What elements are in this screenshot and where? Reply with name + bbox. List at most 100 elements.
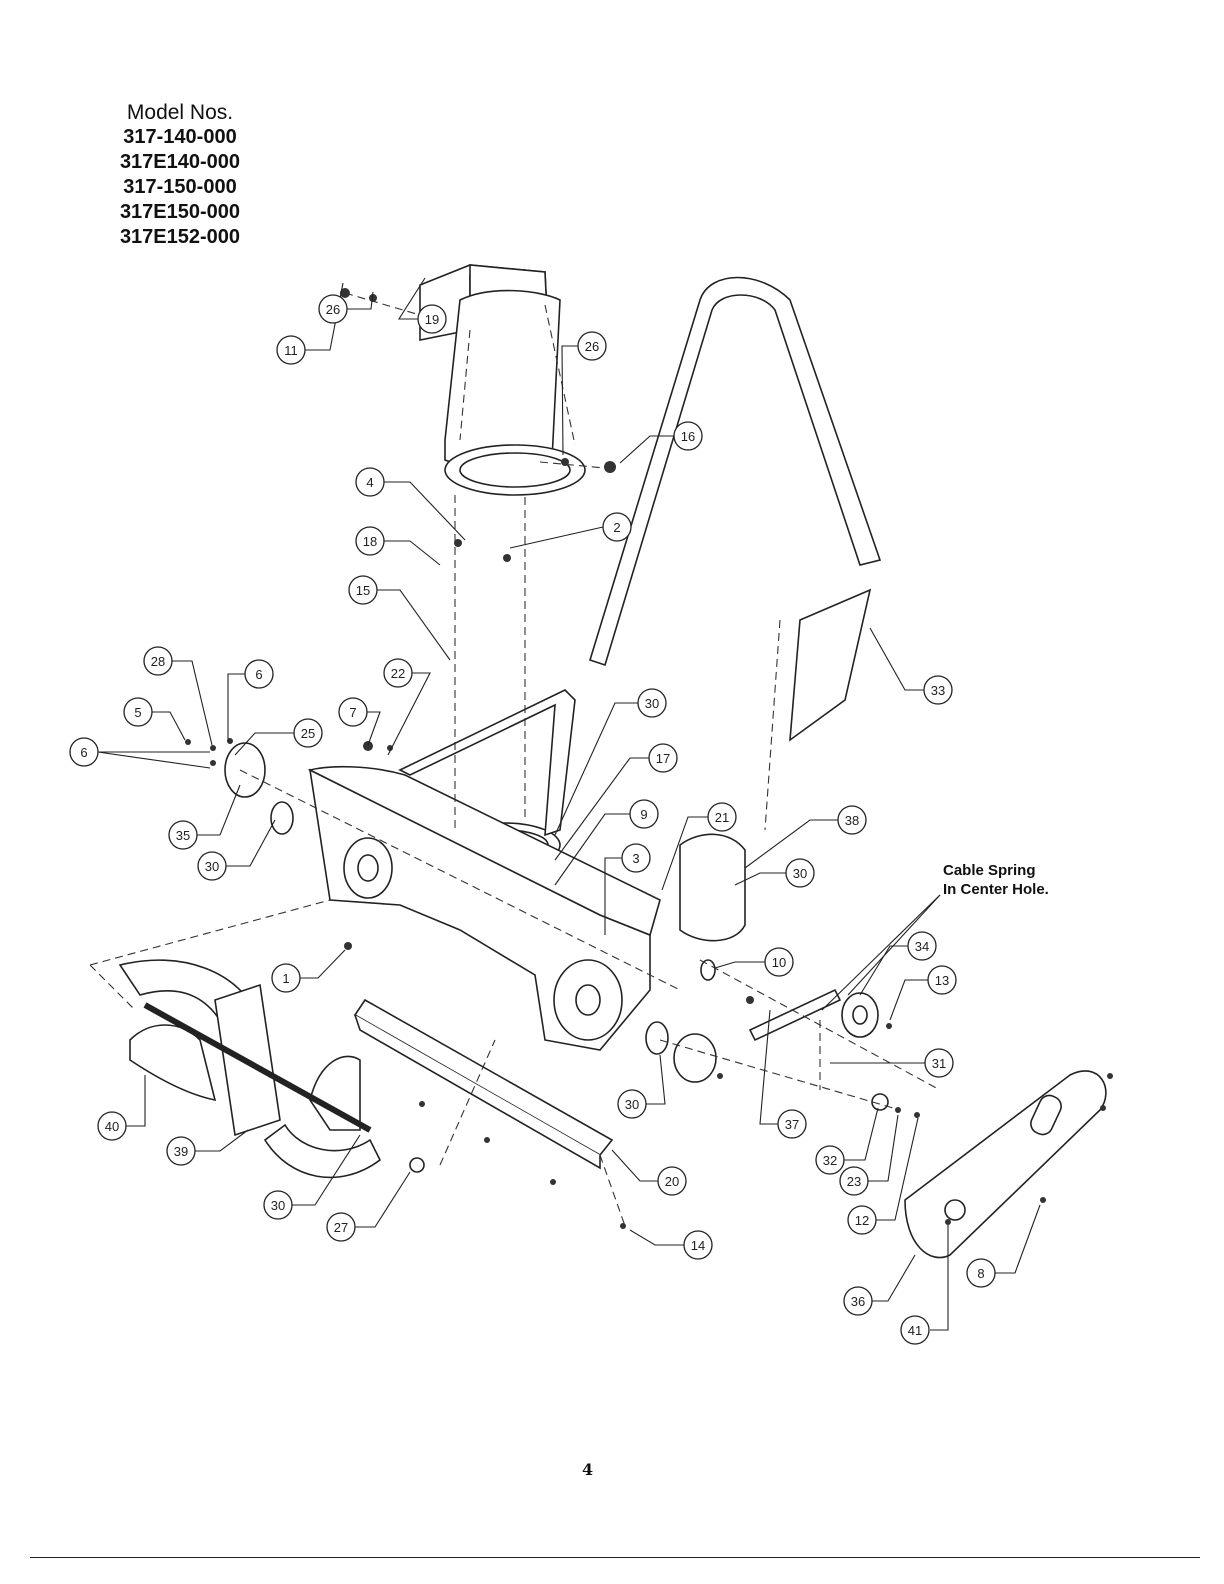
model-numbers-heading: Model Nos. <box>126 101 234 124</box>
callout-17: 17 <box>648 743 678 773</box>
assembly-line <box>539 461 606 469</box>
svg-text:7: 7 <box>349 705 356 720</box>
leader-line <box>197 784 241 836</box>
callout-30: 30 <box>617 1089 647 1119</box>
leader-line <box>300 949 346 979</box>
leader-line <box>868 1114 899 1182</box>
svg-text:14: 14 <box>691 1238 705 1253</box>
callout-4: 4 <box>355 467 385 497</box>
svg-text:1: 1 <box>282 971 289 986</box>
svg-text:6: 6 <box>255 667 262 682</box>
callout-3: 3 <box>621 843 651 873</box>
callout-38: 38 <box>837 805 867 835</box>
leader-line <box>734 872 786 886</box>
model-number: 317E140-000 <box>119 151 241 173</box>
nut <box>210 745 216 751</box>
assembly-line <box>239 769 681 991</box>
leader-line <box>744 819 838 869</box>
svg-text:40: 40 <box>105 1119 119 1134</box>
leader-line <box>126 1075 146 1127</box>
housing-right-bearing-hole <box>575 984 601 1016</box>
callout-26: 26 <box>318 294 348 324</box>
nut <box>620 1223 626 1229</box>
screw <box>886 1023 892 1029</box>
auger-flight-right-upper <box>309 1055 361 1131</box>
callout-10: 10 <box>764 947 794 977</box>
leader-line <box>844 1107 879 1161</box>
callout-28: 28 <box>143 646 173 676</box>
svg-text:4: 4 <box>366 475 373 490</box>
callout-40: 40 <box>97 1111 127 1141</box>
callout-35: 35 <box>168 820 198 850</box>
callout-6: 6 <box>244 659 274 689</box>
svg-text:15: 15 <box>356 583 370 598</box>
callout-5: 5 <box>123 697 153 727</box>
callout-30: 30 <box>785 858 815 888</box>
svg-text:25: 25 <box>301 726 315 741</box>
svg-text:16: 16 <box>681 429 695 444</box>
leader-line <box>554 813 630 886</box>
auger-housing-top-lip <box>307 765 661 937</box>
svg-text:26: 26 <box>585 339 599 354</box>
callout-7: 7 <box>338 697 368 727</box>
pulley-hub <box>852 1005 868 1025</box>
svg-text:27: 27 <box>334 1220 348 1235</box>
screw <box>503 554 511 562</box>
svg-text:8: 8 <box>977 1266 984 1281</box>
assembly-line <box>439 1039 496 1166</box>
callout-2: 2 <box>602 512 632 542</box>
idler-bracket <box>748 988 842 1042</box>
belt-cover-boss <box>944 1199 966 1221</box>
callout-19: 19 <box>417 304 447 334</box>
leader-line <box>234 732 294 756</box>
svg-text:35: 35 <box>176 828 190 843</box>
svg-text:41: 41 <box>908 1323 922 1338</box>
svg-text:13: 13 <box>935 973 949 988</box>
nut <box>746 996 754 1004</box>
callout-32: 32 <box>815 1145 845 1175</box>
note-line: Cable Spring <box>943 862 1036 879</box>
svg-text:6: 6 <box>80 745 87 760</box>
svg-text:36: 36 <box>851 1294 865 1309</box>
svg-text:30: 30 <box>205 859 219 874</box>
side-plate <box>679 833 746 942</box>
nut <box>895 1107 901 1113</box>
svg-text:22: 22 <box>391 666 405 681</box>
model-number: 317-150-000 <box>123 176 237 198</box>
leader-line <box>714 961 765 969</box>
assembly-line <box>89 899 331 966</box>
bushing-left <box>270 801 294 835</box>
callout-8: 8 <box>966 1258 996 1288</box>
svg-text:12: 12 <box>855 1213 869 1228</box>
callout-27: 27 <box>326 1212 356 1242</box>
bolt <box>185 739 191 745</box>
screw <box>1040 1197 1046 1203</box>
svg-text:19: 19 <box>425 312 439 327</box>
leader-line <box>876 1117 919 1221</box>
flat-washer <box>369 294 377 302</box>
svg-text:20: 20 <box>665 1174 679 1189</box>
svg-text:33: 33 <box>931 683 945 698</box>
leader-line <box>661 816 708 891</box>
nut <box>484 1137 490 1143</box>
leader-line <box>995 1204 1041 1274</box>
callout-36: 36 <box>843 1286 873 1316</box>
callout-30: 30 <box>637 688 667 718</box>
svg-text:31: 31 <box>932 1056 946 1071</box>
callout-15: 15 <box>348 575 378 605</box>
auger-flight-right <box>263 1123 382 1179</box>
housing-left-bearing-hole <box>357 854 379 882</box>
nut <box>914 1112 920 1118</box>
carriage-bolt <box>344 942 352 950</box>
screw <box>945 1219 951 1225</box>
callout-39: 39 <box>166 1136 196 1166</box>
leader-line <box>554 757 649 861</box>
callout-14: 14 <box>683 1230 713 1260</box>
callout-16: 16 <box>673 421 703 451</box>
bearing-flange-right <box>673 1033 717 1083</box>
shave-plate-edge <box>354 1014 601 1170</box>
cable-spring-note: Cable Spring In Center Hole. <box>943 861 1049 899</box>
leader-line <box>869 627 924 691</box>
callout-31: 31 <box>924 1048 954 1078</box>
assembly-line <box>544 304 576 446</box>
